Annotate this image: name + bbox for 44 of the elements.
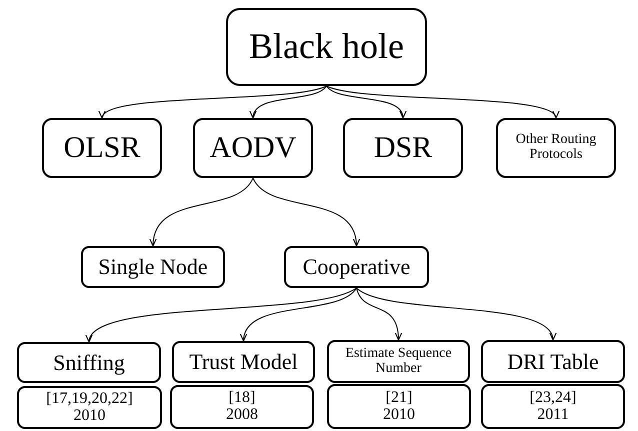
arrow	[250, 86, 327, 119]
node-label: Trust Model	[188, 350, 299, 374]
node-label: 2011	[536, 406, 570, 424]
node-box	[481, 340, 625, 383]
arrow	[101, 86, 327, 119]
arrow	[252, 178, 360, 247]
node-box	[496, 118, 616, 178]
arrow	[356, 288, 554, 341]
node-label: AODV	[208, 132, 298, 164]
node-label: Estimate Sequence Number	[344, 346, 453, 376]
node-box	[327, 340, 470, 383]
node-box	[481, 384, 625, 429]
node-box	[284, 246, 429, 288]
node-label: DSR	[372, 132, 434, 164]
node-box	[170, 385, 314, 429]
node-box	[172, 341, 315, 383]
node-box	[17, 342, 161, 383]
node-box	[327, 384, 471, 429]
arrow	[326, 86, 557, 119]
arrow	[241, 288, 357, 342]
node-label: OLSR	[62, 132, 142, 164]
node-box	[17, 386, 162, 429]
node-label: [17,19,20,22]	[45, 390, 134, 408]
node-box	[226, 8, 427, 86]
node-box	[193, 118, 313, 178]
arrow	[326, 86, 406, 119]
node-label: 2008	[225, 407, 259, 424]
arrow	[150, 178, 254, 247]
node-label: [18]	[228, 390, 256, 407]
node-label: 2010	[72, 408, 106, 424]
node-label: [21]	[384, 390, 414, 406]
node-label: DRI Table	[506, 350, 600, 374]
node-box	[81, 246, 225, 288]
node-label: Other Routing Protocols	[514, 133, 598, 163]
node-label: Single Node	[97, 255, 209, 279]
node-label: Cooperative	[302, 255, 412, 279]
node-label: 2010	[382, 406, 416, 424]
node-label: Black hole	[248, 28, 405, 66]
node-box	[42, 118, 162, 178]
node-box	[343, 118, 463, 178]
node-label: Sniffing	[52, 350, 126, 374]
arrow	[88, 288, 357, 343]
arrow	[356, 288, 402, 341]
node-label: [23,24]	[528, 390, 578, 406]
